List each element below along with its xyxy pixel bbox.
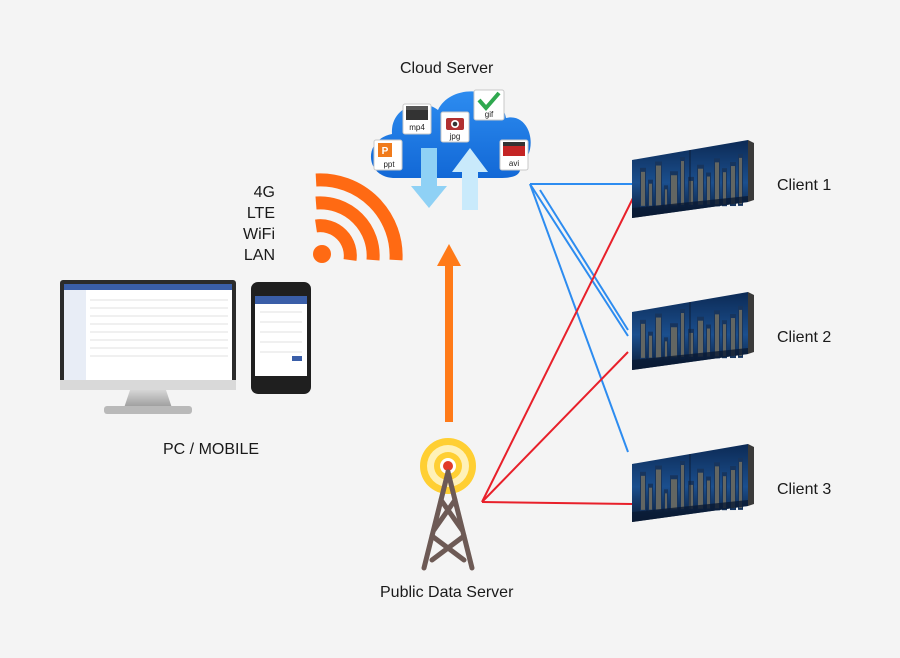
gif-file-icon: gif xyxy=(473,89,505,121)
pc-monitor xyxy=(60,280,236,414)
cloud-link-client-3 xyxy=(529,183,629,453)
avi-file-label: avi xyxy=(509,159,519,168)
data-server-links xyxy=(481,195,635,505)
wifi-icon xyxy=(313,173,403,263)
data-link-client-1 xyxy=(481,195,635,503)
client-1-label: Client 1 xyxy=(777,177,832,194)
ppt-file-label: ppt xyxy=(383,160,395,169)
cloud-server: mp4 jpg gif P ppt avi xyxy=(370,89,531,210)
data-link-client-3 xyxy=(481,501,633,505)
client-3-label: Client 3 xyxy=(777,481,832,498)
upload-to-cloud-arrow xyxy=(437,244,461,422)
client-display-3 xyxy=(632,444,754,522)
client-displays xyxy=(632,140,754,522)
client-2-label: Client 2 xyxy=(777,329,832,346)
client-display-1 xyxy=(632,140,754,218)
mp4-file-icon: mp4 xyxy=(402,103,432,135)
jpg-file-icon: jpg xyxy=(440,111,470,143)
radio-tower-icon xyxy=(420,438,476,571)
data-link-client-2 xyxy=(481,351,629,503)
upload-arrow-icon xyxy=(452,148,488,210)
public-data-server-label: Public Data Server xyxy=(380,584,514,601)
cloud-link-client-2b xyxy=(539,189,629,331)
pc-mobile-label: PC / MOBILE xyxy=(163,441,260,458)
connection-type-wifi: WiFi xyxy=(243,226,275,243)
connection-type-lan: LAN xyxy=(243,247,275,264)
mp4-file-label: mp4 xyxy=(409,123,425,132)
jpg-file-label: jpg xyxy=(449,132,461,141)
avi-file-icon: avi xyxy=(499,139,529,171)
client-display-2 xyxy=(632,292,754,370)
ppt-file-icon: P ppt xyxy=(373,139,403,171)
connection-types: 4G LTE WiFi LAN xyxy=(233,182,275,266)
download-arrow-icon xyxy=(411,148,447,208)
cloud-link-client-2 xyxy=(529,183,629,337)
cloud-server-label: Cloud Server xyxy=(400,60,494,77)
cloud-links xyxy=(529,183,632,453)
gif-file-label: gif xyxy=(485,110,494,119)
mobile-phone xyxy=(251,282,311,394)
svg-text:P: P xyxy=(382,146,389,157)
connection-type-4g: 4G LTE xyxy=(246,184,275,222)
